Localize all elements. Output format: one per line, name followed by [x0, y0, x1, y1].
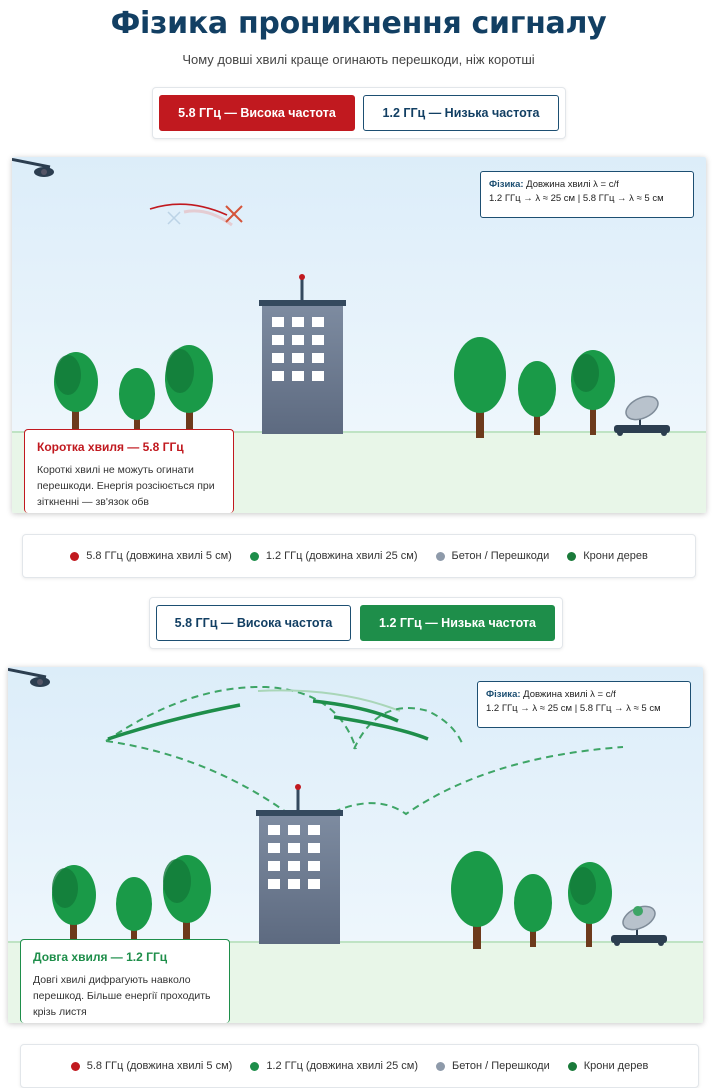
page-title: Фізика проникнення сигналу [110, 6, 607, 41]
frequency-toggle-group: 5.8 ГГц — Висока частота 1.2 ГГц — Низьк… [149, 597, 563, 649]
legend-dot [70, 1061, 80, 1071]
signal-scene-high: Фізика: Довжина хвилі λ = c/f 1.2 ГГц → … [12, 157, 706, 513]
legend-label: Крони дерев [583, 550, 648, 562]
info-card-long-wave: Довга хвиля — 1.2 ГГц Довгі хвилі дифраг… [20, 939, 230, 1023]
legend-label: Бетон / Перешкоди [451, 550, 550, 562]
physics-info-box: Фізика: Довжина хвилі λ = c/f 1.2 ГГц → … [480, 171, 694, 218]
building [256, 784, 343, 944]
legend-label: Крони дерев [583, 1060, 649, 1072]
info-card-text: Короткі хвилі не можуть огинати перешкод… [37, 464, 215, 508]
legend-label: 5.8 ГГц (довжина хвилі 5 см) [86, 1060, 233, 1072]
info-card-title: Довга хвиля — 1.2 ГГц [33, 950, 168, 964]
legend-dot [436, 1061, 446, 1071]
legend-item-5-8: 5.8 ГГц (довжина хвилі 5 см) [70, 550, 232, 562]
tree [119, 368, 155, 432]
tree [52, 865, 96, 942]
legend-item-obstacles: Бетон / Перешкоди [436, 1060, 550, 1072]
tree [116, 877, 152, 942]
legend: 5.8 ГГц (довжина хвилі 5 см) 1.2 ГГц (до… [22, 534, 696, 578]
legend-dot [70, 551, 80, 561]
physics-formula: Довжина хвилі λ = c/f [523, 689, 616, 700]
legend-dot [250, 1061, 260, 1071]
drone-icon [12, 157, 54, 177]
legend-item-trees: Крони дерев [567, 550, 648, 562]
satellite-dish-icon [614, 395, 670, 436]
legend-item-1-2: 1.2 ГГц (довжина хвилі 25 см) [249, 550, 418, 562]
page-subtitle: Чому довші хвилі краще огинають перешкод… [182, 52, 535, 67]
physics-formula: Довжина хвилі λ = c/f [526, 179, 619, 190]
tree [54, 352, 98, 432]
signal-scene-low: Фізика: Довжина хвилі λ = c/f 1.2 ГГц → … [8, 667, 703, 1023]
legend-label: Бетон / Перешкоди [452, 1060, 550, 1072]
info-card-title: Коротка хвиля — 5.8 ГГц [37, 440, 184, 454]
tree [451, 851, 503, 949]
legend-label: 1.2 ГГц (довжина хвилі 25 см) [266, 1060, 419, 1072]
tree [514, 874, 552, 947]
legend-label: 5.8 ГГц (довжина хвилі 5 см) [86, 550, 232, 562]
legend-dot [435, 551, 445, 561]
satellite-dish-icon [611, 905, 667, 946]
blocked-wave [149, 203, 243, 227]
building [259, 274, 346, 434]
tree [163, 855, 211, 942]
physics-wavelengths: 1.2 ГГц → λ ≈ 25 см | 5.8 ГГц → λ ≈ 5 см [486, 703, 661, 714]
physics-info-box: Фізика: Довжина хвилі λ = c/f 1.2 ГГц → … [477, 681, 691, 728]
frequency-toggle-group: 5.8 ГГц — Висока частота 1.2 ГГц — Низьк… [152, 87, 566, 139]
drone-icon [8, 667, 50, 687]
info-card-short-wave: Коротка хвиля — 5.8 ГГц Короткі хвилі не… [24, 429, 234, 513]
low-frequency-button[interactable]: 1.2 ГГц — Низька частота [360, 605, 555, 641]
legend-item-5-8: 5.8 ГГц (довжина хвилі 5 см) [70, 1060, 233, 1072]
legend-item-obstacles: Бетон / Перешкоди [435, 550, 550, 562]
legend-label: 1.2 ГГц (довжина хвилі 25 см) [265, 550, 418, 562]
tree [571, 350, 615, 435]
physics-label: Фізика: [489, 179, 524, 190]
info-card-text: Довгі хвилі дифрагують навколо перешкод.… [33, 974, 211, 1018]
tree [518, 361, 556, 435]
tree [454, 337, 506, 438]
tree [568, 862, 612, 947]
high-frequency-button[interactable]: 5.8 ГГц — Висока частота [159, 95, 355, 131]
low-frequency-button[interactable]: 1.2 ГГц — Низька частота [363, 95, 559, 131]
legend: 5.8 ГГц (довжина хвилі 5 см) 1.2 ГГц (до… [20, 1044, 699, 1088]
legend-item-trees: Крони дерев [567, 1060, 649, 1072]
legend-dot [249, 551, 259, 561]
physics-label: Фізика: [486, 689, 521, 700]
tree [165, 345, 213, 432]
legend-dot [567, 551, 577, 561]
diffracting-waves [105, 685, 624, 829]
high-frequency-button[interactable]: 5.8 ГГц — Висока частота [156, 605, 351, 641]
legend-item-1-2: 1.2 ГГц (довжина хвилі 25 см) [250, 1060, 418, 1072]
physics-wavelengths: 1.2 ГГц → λ ≈ 25 см | 5.8 ГГц → λ ≈ 5 см [489, 193, 664, 204]
legend-dot [567, 1061, 577, 1071]
